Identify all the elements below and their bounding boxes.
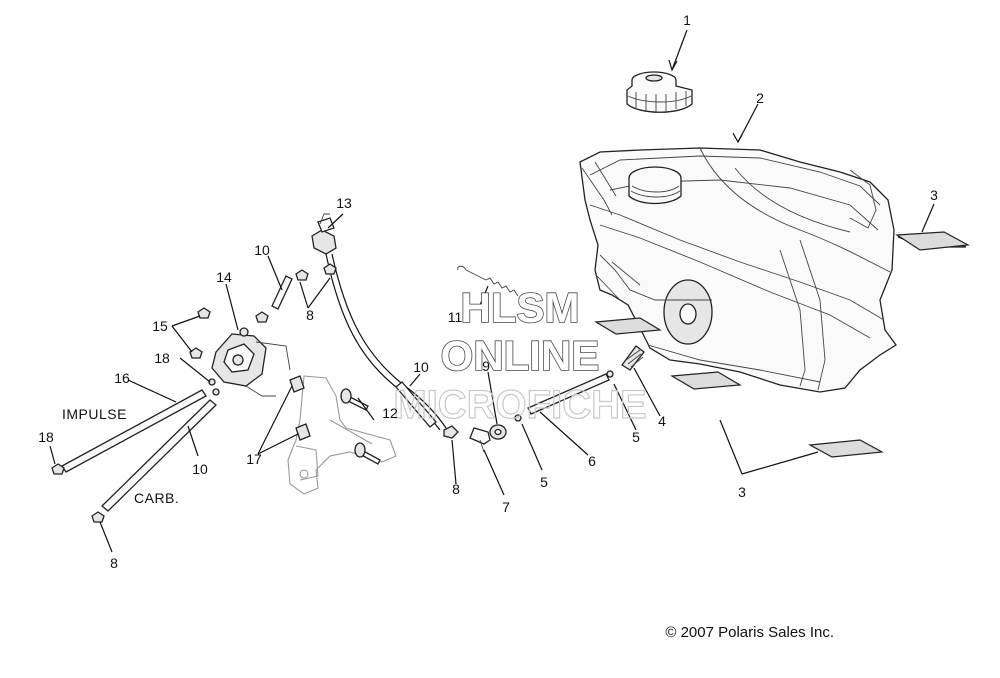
- bracket-bolts: [340, 388, 381, 465]
- vent-tube: [527, 370, 614, 415]
- callout-10-bottom: 10: [192, 461, 208, 477]
- clamp-nut: [443, 425, 459, 439]
- callout-18-bottom: 18: [38, 429, 54, 445]
- clip-a: [289, 375, 305, 393]
- hose-end-nut-bottom: [91, 511, 105, 523]
- fuel-cap: [626, 71, 693, 113]
- watermark-line3: MICROFICHE: [393, 383, 646, 427]
- clip-b: [295, 423, 311, 441]
- callout-5-right: 5: [632, 429, 640, 445]
- shutoff-valve: [311, 213, 337, 255]
- callout-3-bottom: 3: [738, 484, 746, 500]
- callout-16: 16: [114, 370, 130, 386]
- watermark-line2: ONLINE: [441, 332, 600, 379]
- callout-1: 1: [683, 12, 691, 28]
- clamp-18b: [212, 388, 220, 396]
- callout-6: 6: [588, 453, 596, 469]
- clamp-small: [514, 414, 522, 422]
- callout-14: 14: [216, 269, 232, 285]
- callout-18-top: 18: [154, 350, 170, 366]
- impulse-hose: [61, 389, 207, 473]
- callout-2: 2: [756, 90, 764, 106]
- carb-hose: [101, 399, 217, 512]
- copyright-notice: © 2007 Polaris Sales Inc.: [665, 624, 834, 641]
- nut-a: [295, 269, 309, 281]
- callout-15: 15: [152, 318, 168, 334]
- clamp-18a: [208, 378, 216, 386]
- nut-b: [255, 311, 269, 323]
- callout-11: 11: [448, 309, 463, 325]
- callout-3-right: 3: [930, 187, 938, 203]
- callout-numbers: 1 2 3 3 4 5 5 6 7 8 8 8 9 10 10 10 11 12…: [38, 12, 938, 571]
- elbow-fitting: [469, 427, 491, 453]
- callout-13: 13: [336, 195, 352, 211]
- callout-4: 4: [658, 413, 666, 429]
- callout-9: 9: [482, 358, 490, 374]
- callout-7: 7: [502, 499, 510, 515]
- callout-8-center: 8: [452, 481, 460, 497]
- fuel-pump: [211, 327, 291, 397]
- tank-fitting: [621, 345, 645, 371]
- fuel-tank: [579, 147, 897, 393]
- pump-bracket: [287, 375, 397, 495]
- impulse-label: IMPULSE: [62, 406, 127, 422]
- callout-10-mid: 10: [413, 359, 429, 375]
- callout-17: 17: [246, 451, 262, 467]
- callout-12: 12: [382, 405, 398, 421]
- callout-5-mid: 5: [540, 474, 548, 490]
- tank-pads: [594, 231, 970, 458]
- grommet: [489, 424, 507, 440]
- callout-10-top: 10: [254, 242, 270, 258]
- carb-label: CARB.: [134, 490, 179, 506]
- nut-15a: [197, 307, 211, 319]
- watermark-line1: HLSM: [461, 284, 580, 331]
- clamp-top: [323, 263, 337, 275]
- hose-mid: [395, 381, 437, 428]
- tension-spring: [457, 265, 519, 297]
- callout-8-top: 8: [306, 307, 314, 323]
- nut-15b: [189, 347, 203, 359]
- callout-8-bottom: 8: [110, 555, 118, 571]
- hose-short-top: [271, 275, 293, 310]
- hose-end-nut: [51, 463, 65, 475]
- watermark: HLSM ONLINE MICROFICHE: [393, 283, 648, 427]
- leader-lines: [49, 29, 935, 553]
